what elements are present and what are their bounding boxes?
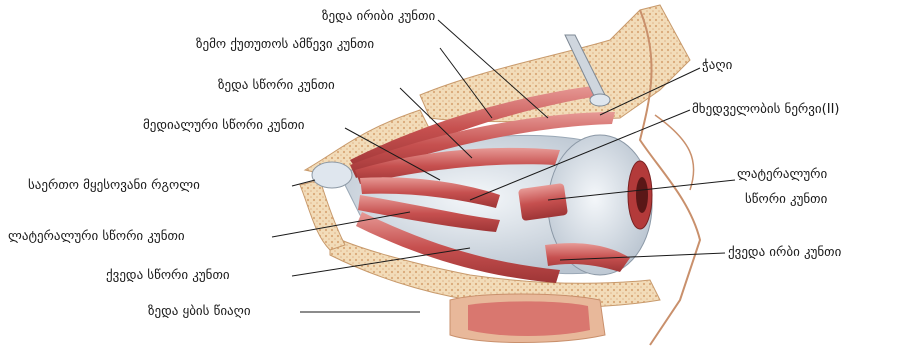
label-optic-nerve: მხედველობის ნერვი(II)	[692, 102, 839, 117]
label-lateral-rectus-left: ლატერალური სწორი კუნთი	[8, 229, 185, 244]
label-levator-palpebrae: ზემო ქუთუთოს ამწევი კუნთი	[196, 37, 374, 52]
label-superior-rectus: ზედა სწორი კუნთი	[218, 78, 335, 93]
label-lateral-rectus-right-2: სწორი კუნთი	[745, 192, 827, 207]
label-common-tendinous-ring: საერთო მყესოვანი რგოლი	[28, 178, 200, 193]
label-trochlea: ჭაღი	[702, 58, 732, 73]
label-lateral-rectus-right-1: ლატერალური	[737, 167, 827, 182]
label-inferior-oblique: ქვედა ირბი კუნთი	[728, 245, 841, 260]
tendinous-ring	[312, 162, 352, 188]
lateral-rectus-insertion	[518, 183, 568, 221]
label-inferior-rectus: ქვედა სწორი კუნთი	[106, 268, 230, 283]
label-superior-oblique: ზედა ირიბი კუნთი	[322, 9, 435, 24]
label-medial-rectus: მედიალური სწორი კუნთი	[143, 118, 305, 133]
label-maxillary-sinus: ზედა ყბის წიაღი	[148, 304, 251, 319]
posterior-bone	[300, 180, 345, 250]
